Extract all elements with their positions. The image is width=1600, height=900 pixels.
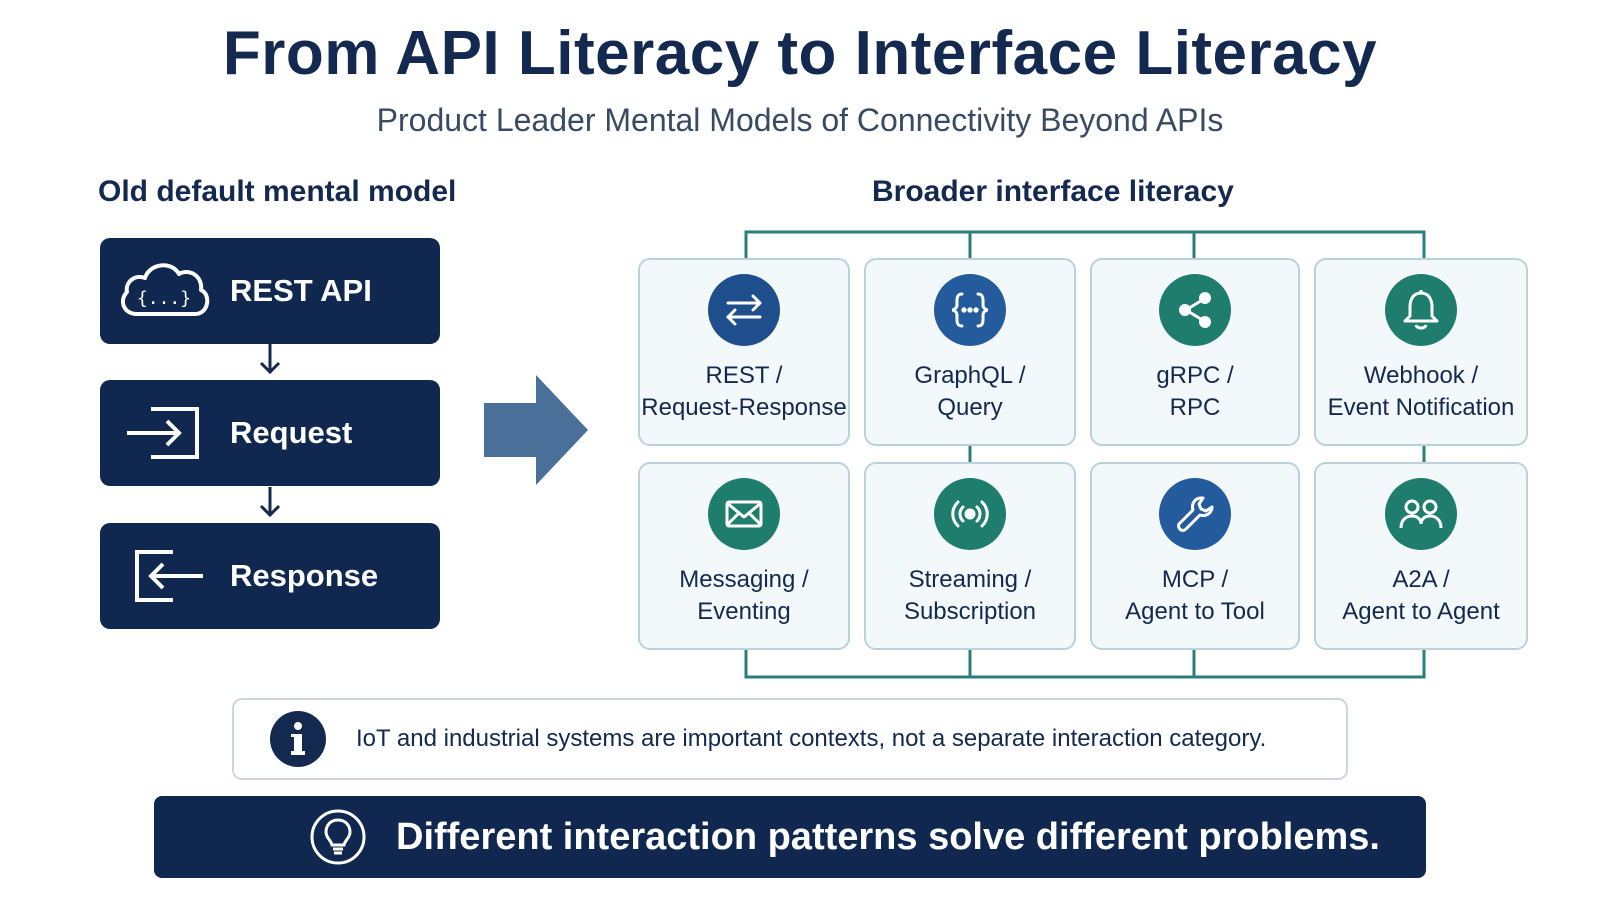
info-note: IoT and industrial systems are important… [232,698,1348,780]
step-label: Request [230,415,353,450]
cloud-code-icon: {...} [100,238,230,344]
card-label: Messaging /Eventing [679,566,809,625]
card-webhook: Webhook /Event Notification [1314,258,1528,446]
sign-out-icon [100,523,230,629]
info-text: IoT and industrial systems are important… [356,725,1267,752]
down-arrow-icon [259,487,281,518]
page-title: From API Literacy to Interface Literacy [222,19,1378,88]
old-model-heading: Old default mental model [98,175,457,208]
card-grpc: gRPC /RPC [1090,258,1300,446]
banner-text: Different interaction patterns solve dif… [396,815,1380,858]
card-graphql: GraphQL /Query [864,258,1076,446]
bell-icon [1385,274,1457,346]
card-label: MCP /Agent to Tool [1125,566,1265,625]
envelope-icon [708,478,780,550]
users-icon [1385,478,1457,550]
transition-arrow-icon [484,375,588,485]
card-messaging: Messaging /Eventing [638,462,850,650]
step-rest-api: {...} REST API [100,238,440,344]
card-label: Streaming /Subscription [903,566,1037,625]
step-label: REST API [230,273,372,308]
card-label: gRPC /RPC [1156,362,1234,421]
down-arrow-icon [259,344,281,375]
broadcast-icon [934,478,1006,550]
share-nodes-icon [1159,274,1231,346]
page-subtitle: Product Leader Mental Models of Connecti… [376,102,1224,138]
card-a2a: A2A /Agent to Agent [1314,462,1528,650]
info-icon [270,711,326,767]
card-streaming: Streaming /Subscription [864,462,1076,650]
braces-icon [934,274,1006,346]
card-rest: REST /Request-Response [638,258,850,446]
card-label: REST /Request-Response [641,362,847,421]
card-label: GraphQL /Query [914,362,1026,421]
card-label: A2A /Agent to Agent [1342,566,1500,625]
card-mcp: MCP /Agent to Tool [1090,462,1300,650]
lightbulb-icon [310,809,366,865]
step-label: Response [230,558,379,593]
sign-in-icon [100,380,230,486]
step-request: Request [100,380,440,486]
wrench-icon [1159,478,1231,550]
card-label: Webhook /Event Notification [1327,362,1515,421]
exchange-arrows-icon [708,274,780,346]
takeaway-banner: Different interaction patterns solve dif… [154,796,1426,878]
step-response: Response [100,523,440,629]
broader-heading: Broader interface literacy [872,175,1234,208]
svg-text:{...}: {...} [137,288,191,309]
